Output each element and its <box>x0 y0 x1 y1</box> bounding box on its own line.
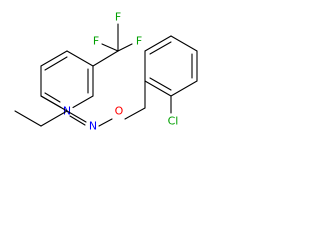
bond-c4-cf3 <box>92 50 119 67</box>
pyridine-ring: N <box>40 50 94 118</box>
trifluoromethyl-group: F F F <box>92 11 142 67</box>
bond-b5-b6 <box>170 80 198 97</box>
bond-n-o <box>98 118 113 127</box>
chlorophenyl-ring: Cl <box>144 35 198 128</box>
bond-c3-c4 <box>40 50 68 67</box>
oxime-nitrogen-label: N <box>89 120 97 133</box>
bond-c-f-left <box>101 43 119 52</box>
bond-c3-c4-inner <box>44 56 68 71</box>
bond-b6-b1 <box>144 80 172 97</box>
fluorine-left-label: F <box>93 35 99 48</box>
bond-n1-c2-inner <box>44 92 61 103</box>
oxime-oxygen-label: O <box>115 105 124 118</box>
bond-b2-b3-inner <box>149 41 172 55</box>
fluorine-right-label: F <box>136 35 142 48</box>
bond-c6-n1 <box>72 95 94 109</box>
bond-b2-b3 <box>144 35 172 52</box>
chlorine-label: Cl <box>168 115 179 128</box>
bond-c-n-double-1 <box>66 110 87 123</box>
bond-c-f-right <box>117 43 133 52</box>
bond-c2-c-imine <box>40 95 68 112</box>
oxime-chain: N O <box>14 95 146 133</box>
bond-c4-c5 <box>66 50 94 67</box>
bond-c-n-double-2 <box>69 115 86 126</box>
bond-imine-ethyl-1 <box>40 110 68 127</box>
bond-b3-b4 <box>170 35 198 52</box>
bond-o-ch2 <box>124 107 146 120</box>
chemical-structure-diagram: N F F F N O Cl <box>14 11 198 133</box>
bond-b6-b1-inner <box>149 77 172 91</box>
fluorine-top-label: F <box>115 11 121 24</box>
bond-ethyl-2 <box>14 110 42 127</box>
